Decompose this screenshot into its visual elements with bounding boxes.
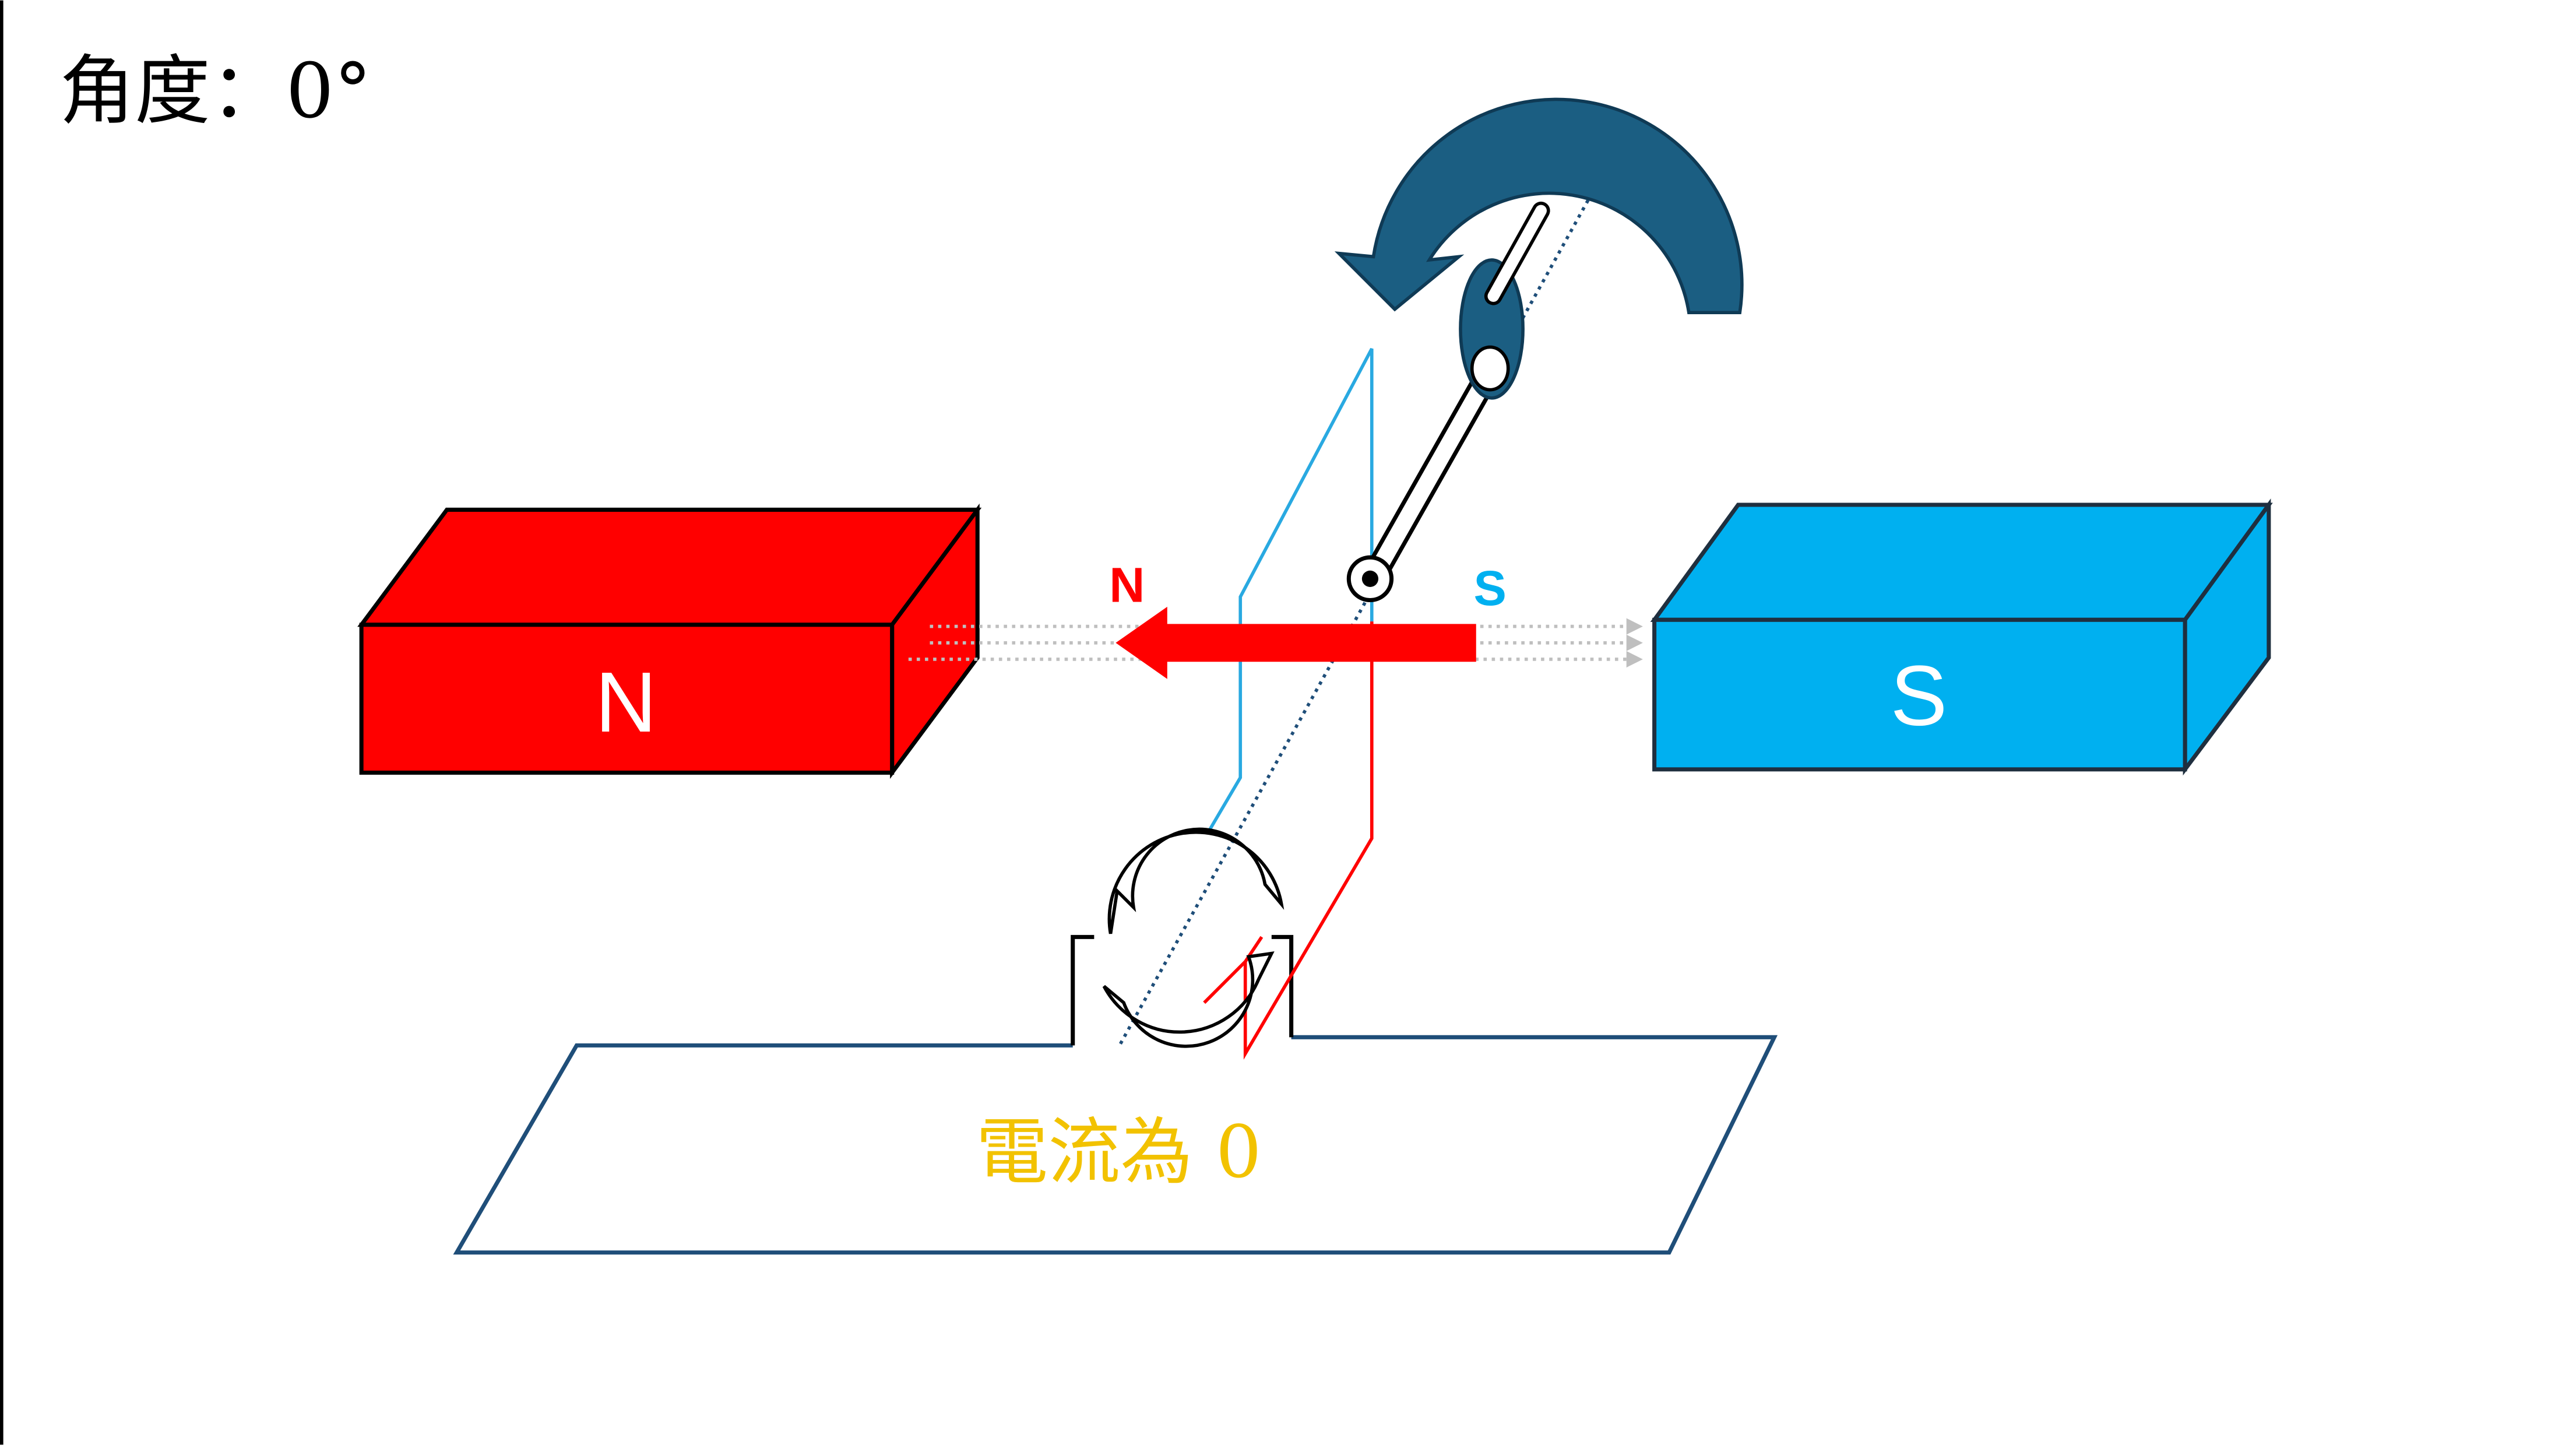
magnet-north-label: N [595, 655, 657, 750]
current-label: 電流為 0 [976, 1110, 1261, 1194]
magnet-north: N [357, 503, 982, 779]
commutator-icon [1102, 827, 1285, 1048]
base-platform [453, 934, 1778, 1255]
angle-label: 角度：0° [59, 47, 371, 135]
magnet-south: S [1650, 498, 2273, 776]
coil-south-label: S [1474, 560, 1507, 616]
magnet-south-label: S [1891, 648, 1948, 744]
field-arrowheads [1626, 618, 1643, 668]
coil-blue-side [1206, 347, 1374, 835]
rotation-axis [1119, 183, 1599, 1045]
coil-north-label: N [1109, 557, 1145, 612]
rotation-arrow-icon [1334, 97, 1744, 315]
coil-red-side [1203, 621, 1374, 1060]
field-arrow-icon [1115, 606, 1476, 679]
crank-handle-icon [1346, 201, 1550, 603]
